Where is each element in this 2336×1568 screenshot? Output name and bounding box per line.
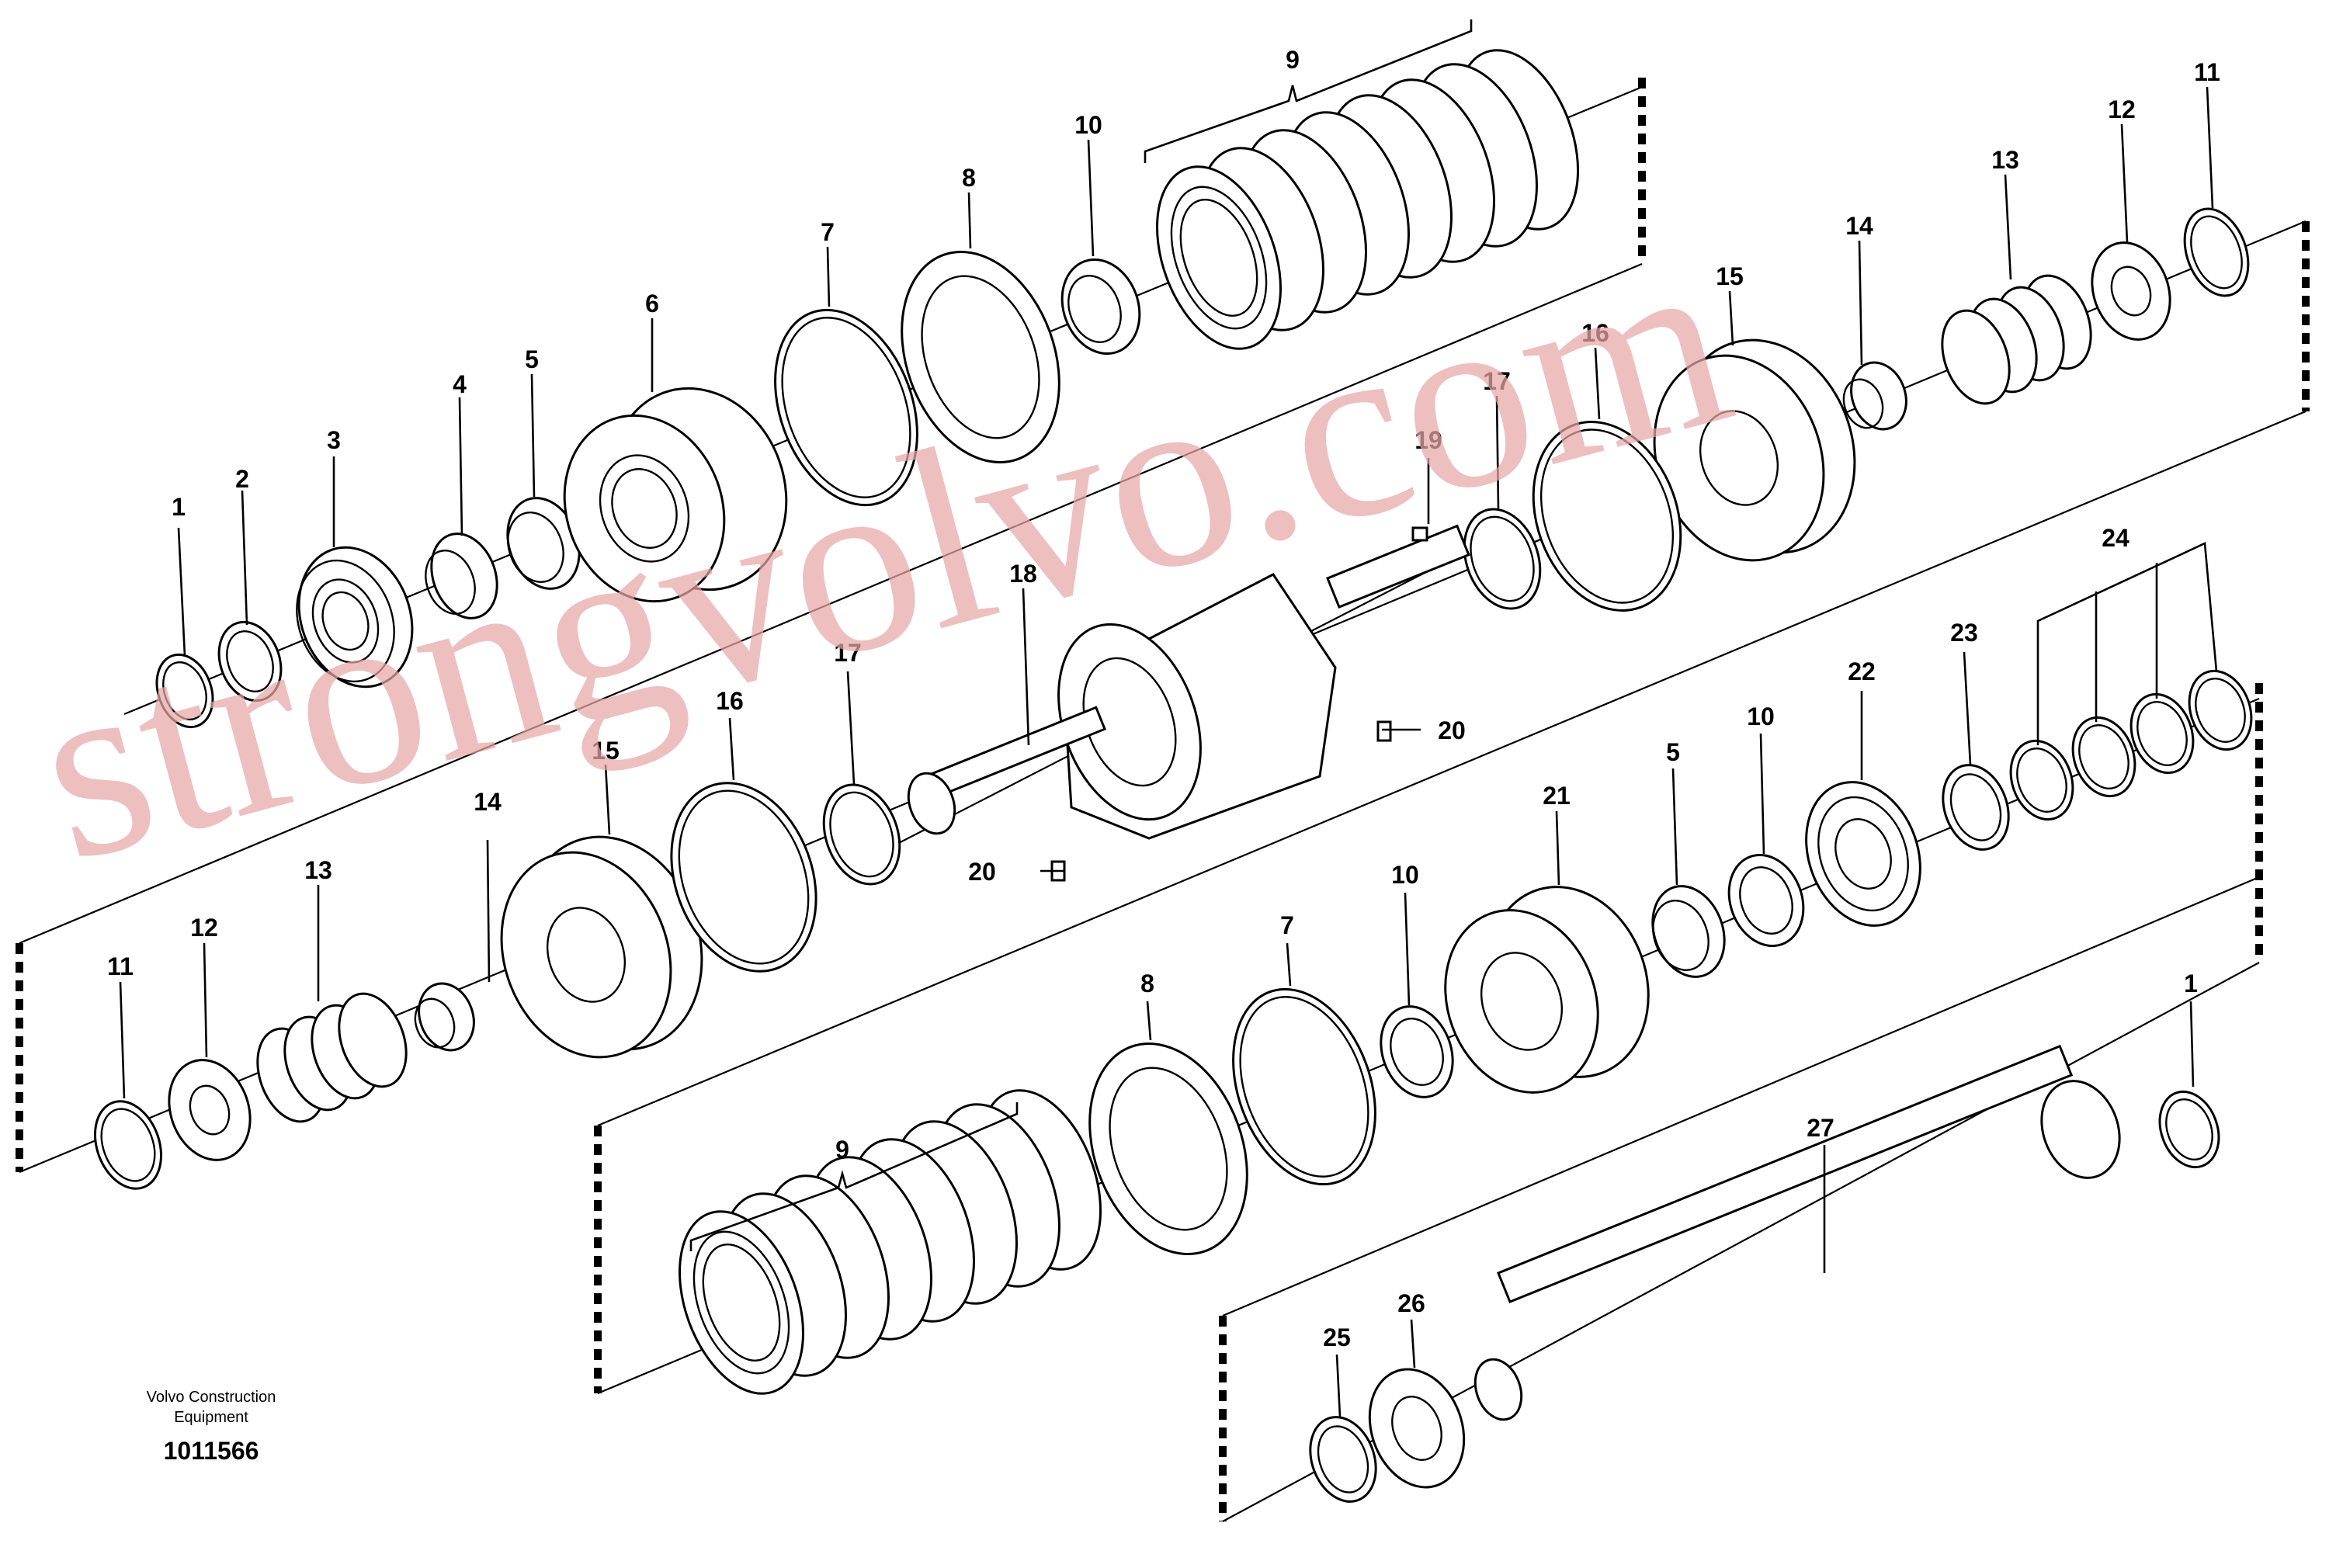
part-14-sleeve-b [414, 982, 475, 1052]
label-12-top: 12 [2108, 95, 2136, 123]
part-9-clutch-pack-b [679, 1089, 1102, 1395]
label-1-bottom: 1 [2184, 970, 2198, 997]
label-18: 18 [1009, 560, 1037, 588]
label-14-top: 14 [1845, 212, 1873, 240]
label-16-top: 16 [1581, 319, 1609, 347]
part-9-clutch-pack-a [1156, 49, 1580, 350]
part-23-circlip [1942, 764, 2010, 851]
label-1-top: 1 [172, 493, 186, 521]
label-11-mid: 11 [107, 952, 134, 980]
label-3-top: 3 [327, 426, 341, 454]
part-6-gear-a [563, 387, 788, 603]
label-23: 23 [1950, 619, 1978, 647]
leader-lines [119, 19, 2218, 1417]
label-17-top: 17 [1483, 367, 1511, 395]
part-7-seal-ring-b [1232, 987, 1376, 1186]
label-7-top: 7 [821, 218, 835, 246]
part-8-plate-a [901, 250, 1060, 464]
label-8-top: 8 [962, 164, 976, 192]
part-10-ring-c [1727, 853, 1805, 948]
label-21: 21 [1543, 782, 1571, 810]
part-12-washer-a [2091, 241, 2171, 341]
label-9-top: 9 [1286, 46, 1300, 74]
label-25: 25 [1323, 1323, 1351, 1351]
part-24-shim-rings [2009, 669, 2253, 821]
part-26-bearing-c [1368, 1368, 1466, 1489]
part-22-bearing-b [1805, 781, 1921, 927]
label-10-right: 10 [1747, 702, 1775, 730]
part-1-circlip-a [155, 653, 214, 729]
label-7-bottom: 7 [1280, 911, 1294, 939]
label-8-bottom: 8 [1140, 970, 1154, 997]
part-13-spring-b [256, 992, 408, 1123]
label-24: 24 [2102, 524, 2129, 552]
part-16-seal-ring-a [1532, 421, 1682, 612]
part-16-seal-ring-b [670, 782, 817, 973]
part-3-bearing-a [296, 546, 414, 689]
part-17-circlip-a [1463, 508, 1542, 610]
label-2-top: 2 [235, 465, 249, 493]
part-4-bushing-a [425, 532, 498, 619]
part-15-piston-b [500, 835, 703, 1059]
part-1-circlip-b [2158, 1090, 2220, 1169]
label-15-mid: 15 [592, 737, 620, 765]
label-5-bottom: 5 [1666, 738, 1680, 766]
label-15-top: 15 [1716, 262, 1744, 290]
label-22: 22 [1848, 657, 1876, 685]
label-5-top: 5 [525, 345, 539, 373]
label-10-bottom: 10 [1391, 861, 1419, 889]
part-5-needle-bearing-b [1651, 885, 1726, 978]
label-4-top: 4 [453, 370, 467, 398]
caption-line-2: Equipment [174, 1409, 248, 1426]
label-20-right: 20 [1438, 716, 1466, 744]
part-18-clutch-shaft [907, 524, 1470, 882]
part-27-shaft [1473, 1044, 2121, 1421]
label-6-top: 6 [645, 290, 659, 317]
part-10-ring-a [1060, 258, 1141, 356]
part-10-ring-b [1380, 1005, 1454, 1098]
part-15-piston-a [1653, 338, 1856, 562]
part-25-circlip [1309, 1416, 1377, 1503]
label-13-top: 13 [1991, 146, 2019, 174]
part-14-sleeve-a [1842, 361, 1907, 431]
part-13-spring-a [1941, 274, 2092, 405]
label-20-left: 20 [968, 858, 996, 886]
label-12-mid: 12 [190, 914, 218, 942]
label-27: 27 [1807, 1114, 1834, 1142]
part-12-washer-b [168, 1059, 252, 1161]
part-21-gear-b [1444, 886, 1650, 1094]
callout-labels: 1 2 3 4 5 6 7 8 9 10 11 12 13 14 15 16 1… [107, 46, 2220, 1351]
part-17-circlip-b [822, 783, 901, 886]
label-16-mid: 16 [716, 687, 744, 715]
label-9-bottom: 9 [835, 1136, 849, 1164]
part-11-circlip-a [2183, 207, 2250, 297]
caption-line-1: Volvo Construction [147, 1389, 276, 1406]
label-19: 19 [1414, 426, 1442, 454]
label-17-mid: 17 [834, 639, 862, 667]
label-11-top: 11 [2194, 58, 2220, 86]
part-7-seal-ring-a [774, 308, 918, 507]
label-13-mid: 13 [304, 856, 332, 884]
part-11-circlip-b [93, 1100, 163, 1190]
drawing-number: 1011566 [164, 1437, 259, 1465]
label-26: 26 [1397, 1289, 1425, 1317]
part-2-circlip-a [217, 620, 283, 702]
label-14-mid: 14 [474, 788, 502, 816]
label-10-top: 10 [1074, 111, 1102, 139]
part-8-plate-b [1088, 1042, 1248, 1256]
